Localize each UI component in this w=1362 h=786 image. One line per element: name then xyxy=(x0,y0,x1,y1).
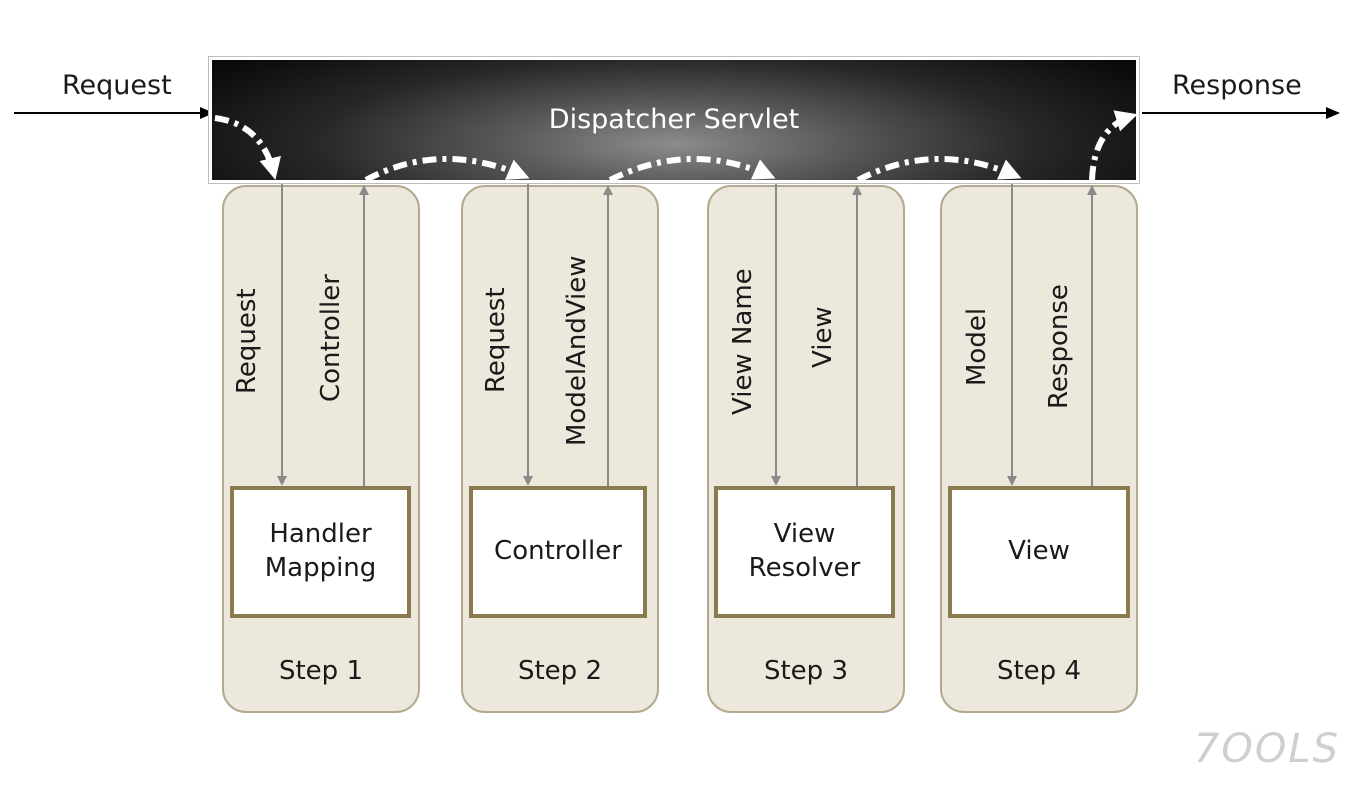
step-1-up-label: Controller xyxy=(316,274,346,402)
controller-box: Controller xyxy=(469,486,647,618)
dispatch-arrow-to-step-2 xyxy=(364,156,530,183)
dispatch-arrow-to-step-1 xyxy=(214,115,281,180)
view-box: View xyxy=(948,486,1130,618)
step-1-panel xyxy=(222,185,420,713)
dispatcher-servlet-title: Dispatcher Servlet xyxy=(548,104,800,135)
step-4-up-label: Response xyxy=(1044,284,1074,409)
step-2-up-label: ModelAndView xyxy=(562,255,592,446)
dispatch-arrow-to-response xyxy=(1089,110,1138,181)
step-1-down-label: Request xyxy=(232,288,262,394)
step-3-up-label: View xyxy=(808,306,838,368)
dispatch-arrow-to-step-3 xyxy=(608,156,776,183)
response-out-label: Response xyxy=(1172,70,1302,101)
request-in-label: Request xyxy=(62,70,172,101)
step-2-label: Step 2 xyxy=(517,656,602,686)
step-2-down-label: Request xyxy=(481,287,511,393)
step-4-down-label: Model xyxy=(962,307,992,386)
step-3-panel xyxy=(707,185,905,713)
step-3-label: Step 3 xyxy=(763,656,848,686)
step-1-label: Step 1 xyxy=(278,656,363,686)
step-2-panel xyxy=(461,185,659,713)
step-4-label: Step 4 xyxy=(996,656,1081,686)
handler-mapping-box: Handler Mapping xyxy=(230,486,411,618)
watermark-logo: 7OOLS xyxy=(1193,726,1340,772)
step-4-panel xyxy=(940,185,1138,713)
step-3-down-label: View Name xyxy=(728,268,758,415)
view-resolver-box: View Resolver xyxy=(714,486,895,618)
dispatch-arrow-to-step-4 xyxy=(856,156,1022,183)
